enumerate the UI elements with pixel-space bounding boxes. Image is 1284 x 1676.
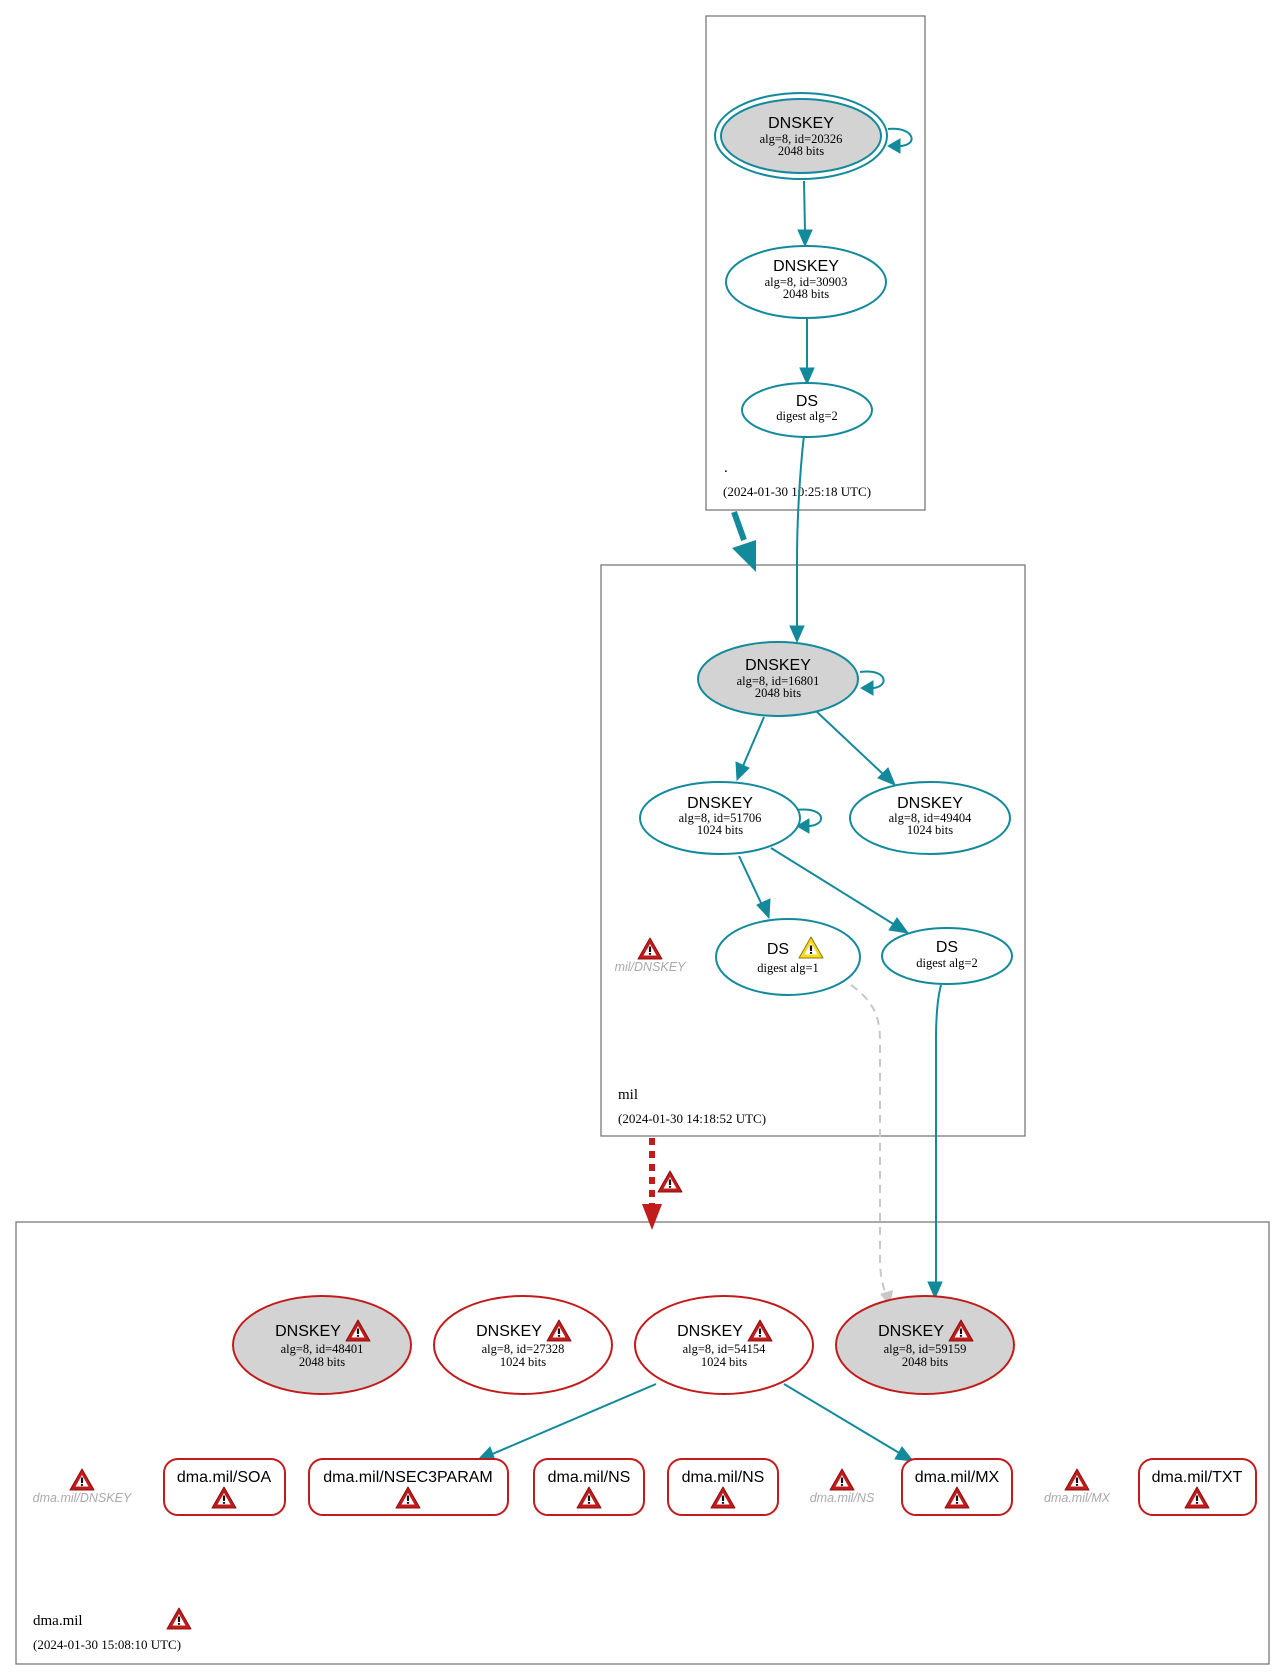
node-title: DNSKEY <box>768 115 834 132</box>
node-title: DNSKEY <box>275 1323 341 1340</box>
node-rr-nsec3param[interactable]: dma.mil/NSEC3PARAM <box>308 1458 509 1516</box>
node-title: dma.mil/NS <box>682 1469 765 1486</box>
node-dma-k1[interactable]: DNSKEY alg=8, id=48401 2048 bits <box>232 1295 412 1395</box>
zone-dma-timestamp: (2024-01-30 15:08:10 UTC) <box>33 1637 181 1652</box>
edge-mil-ds2-to-dma-k4 <box>927 984 943 1300</box>
edge-root-ksk-self <box>887 127 913 154</box>
edge-mil-zsk1-to-ds1 <box>738 855 771 920</box>
node-key-size: 1024 bits <box>907 823 953 837</box>
node-title: dma.mil/MX <box>915 1469 1000 1486</box>
node-root-zsk[interactable]: DNSKEY alg=8, id=30903 2048 bits <box>725 245 887 319</box>
node-alg-id: alg=8, id=16801 <box>737 674 820 688</box>
ghost-label: mil/DNSKEY <box>615 960 688 974</box>
node-dma-k2[interactable]: DNSKEY alg=8, id=27328 1024 bits <box>433 1295 613 1395</box>
node-title: dma.mil/NS <box>548 1469 631 1486</box>
node-alg-id: alg=8, id=49404 <box>889 811 973 825</box>
node-mil-ds2[interactable]: DS digest alg=2 <box>881 927 1013 985</box>
node-alg-id: alg=8, id=20326 <box>760 132 843 146</box>
node-title: DNSKEY <box>687 795 753 812</box>
node-key-size: 2048 bits <box>778 144 824 158</box>
node-digest-alg: digest alg=2 <box>776 409 838 423</box>
delegation-root-to-mil <box>731 510 756 572</box>
node-mil-ghost-dnskey: mil/DNSKEY <box>615 937 688 974</box>
edge-mil-zsk1-self <box>795 808 823 834</box>
node-dma-ghost-ns: dma.mil/NS <box>810 1468 875 1505</box>
zone-dma-name: dma.mil <box>33 1613 83 1629</box>
node-key-size: 2048 bits <box>902 1355 948 1369</box>
node-dma-k3[interactable]: DNSKEY alg=8, id=54154 1024 bits <box>634 1295 814 1395</box>
node-dma-k4[interactable]: DNSKEY alg=8, id=59159 2048 bits <box>835 1295 1015 1395</box>
edge-root-ds-to-mil-ksk <box>789 434 805 644</box>
zone-root-timestamp: (2024-01-30 10:25:18 UTC) <box>723 484 871 499</box>
zone-dma-box <box>15 1221 1270 1665</box>
node-title: DS <box>767 941 789 958</box>
edge-root-ksk-to-zsk <box>797 180 813 248</box>
edge-root-zsk-to-ds <box>799 318 815 386</box>
node-title: DS <box>796 393 818 410</box>
node-title: DNSKEY <box>476 1323 542 1340</box>
node-rr-txt[interactable]: dma.mil/TXT <box>1138 1458 1257 1516</box>
node-key-size: 1024 bits <box>701 1355 747 1369</box>
node-rr-mx[interactable]: dma.mil/MX <box>901 1458 1013 1516</box>
node-mil-zsk1[interactable]: DNSKEY alg=8, id=51706 1024 bits <box>639 781 801 855</box>
node-rr-ns-2[interactable]: dma.mil/NS <box>667 1458 779 1516</box>
node-title: DNSKEY <box>878 1323 944 1340</box>
node-mil-ds1[interactable]: DS digest alg=1 <box>715 918 861 996</box>
node-dma-ghost-dnskey: dma.mil/DNSKEY <box>33 1468 133 1505</box>
zone-mil-name: mil <box>618 1087 638 1103</box>
node-mil-zsk2[interactable]: DNSKEY alg=8, id=49404 1024 bits <box>849 781 1011 855</box>
node-title: dma.mil/SOA <box>177 1469 272 1486</box>
node-title: dma.mil/NSEC3PARAM <box>323 1469 493 1486</box>
node-alg-id: alg=8, id=54154 <box>683 1342 767 1356</box>
node-title: DNSKEY <box>677 1323 743 1340</box>
ghost-label: dma.mil/NS <box>810 1491 875 1505</box>
edge-mil-ksk-to-zsk2 <box>816 711 896 786</box>
node-key-size: 2048 bits <box>299 1355 345 1369</box>
node-rr-soa[interactable]: dma.mil/SOA <box>163 1458 286 1516</box>
zone-root-name: . <box>724 460 728 476</box>
node-root-ds[interactable]: DS digest alg=2 <box>741 382 873 438</box>
node-title: dma.mil/TXT <box>1152 1469 1243 1486</box>
node-title: DNSKEY <box>897 795 963 812</box>
node-digest-alg: digest alg=1 <box>757 961 819 975</box>
node-key-size: 2048 bits <box>783 287 829 301</box>
node-mil-ksk[interactable]: DNSKEY alg=8, id=16801 2048 bits <box>697 641 859 717</box>
node-rr-ns-1[interactable]: dma.mil/NS <box>533 1458 645 1516</box>
node-alg-id: alg=8, id=48401 <box>281 1342 364 1356</box>
delegation-error-icon <box>657 1170 683 1193</box>
ghost-label: dma.mil/MX <box>1044 1491 1111 1505</box>
edge-mil-zsk1-to-ds2 <box>770 847 910 934</box>
edge-dma-k3-to-mx <box>783 1383 915 1462</box>
delegation-mil-to-dma <box>642 1138 683 1230</box>
node-title: DNSKEY <box>745 657 811 674</box>
node-root-ksk[interactable]: DNSKEY alg=8, id=20326 2048 bits <box>714 92 888 180</box>
node-title: DNSKEY <box>773 258 839 275</box>
zone-mil-timestamp: (2024-01-30 14:18:52 UTC) <box>618 1111 766 1126</box>
node-key-size: 1024 bits <box>500 1355 546 1369</box>
node-alg-id: alg=8, id=27328 <box>482 1342 565 1356</box>
node-title: DS <box>936 939 958 956</box>
ghost-label: dma.mil/DNSKEY <box>33 1491 133 1505</box>
node-dma-ghost-mx: dma.mil/MX <box>1044 1468 1111 1505</box>
node-alg-id: alg=8, id=30903 <box>765 275 848 289</box>
node-alg-id: alg=8, id=59159 <box>884 1342 967 1356</box>
edge-mil-ksk-to-zsk1 <box>735 716 765 782</box>
node-alg-id: alg=8, id=51706 <box>679 811 762 825</box>
node-key-size: 2048 bits <box>755 686 801 700</box>
node-key-size: 1024 bits <box>697 823 743 837</box>
edge-mil-ksk-self <box>859 670 885 696</box>
node-digest-alg: digest alg=2 <box>916 956 978 970</box>
